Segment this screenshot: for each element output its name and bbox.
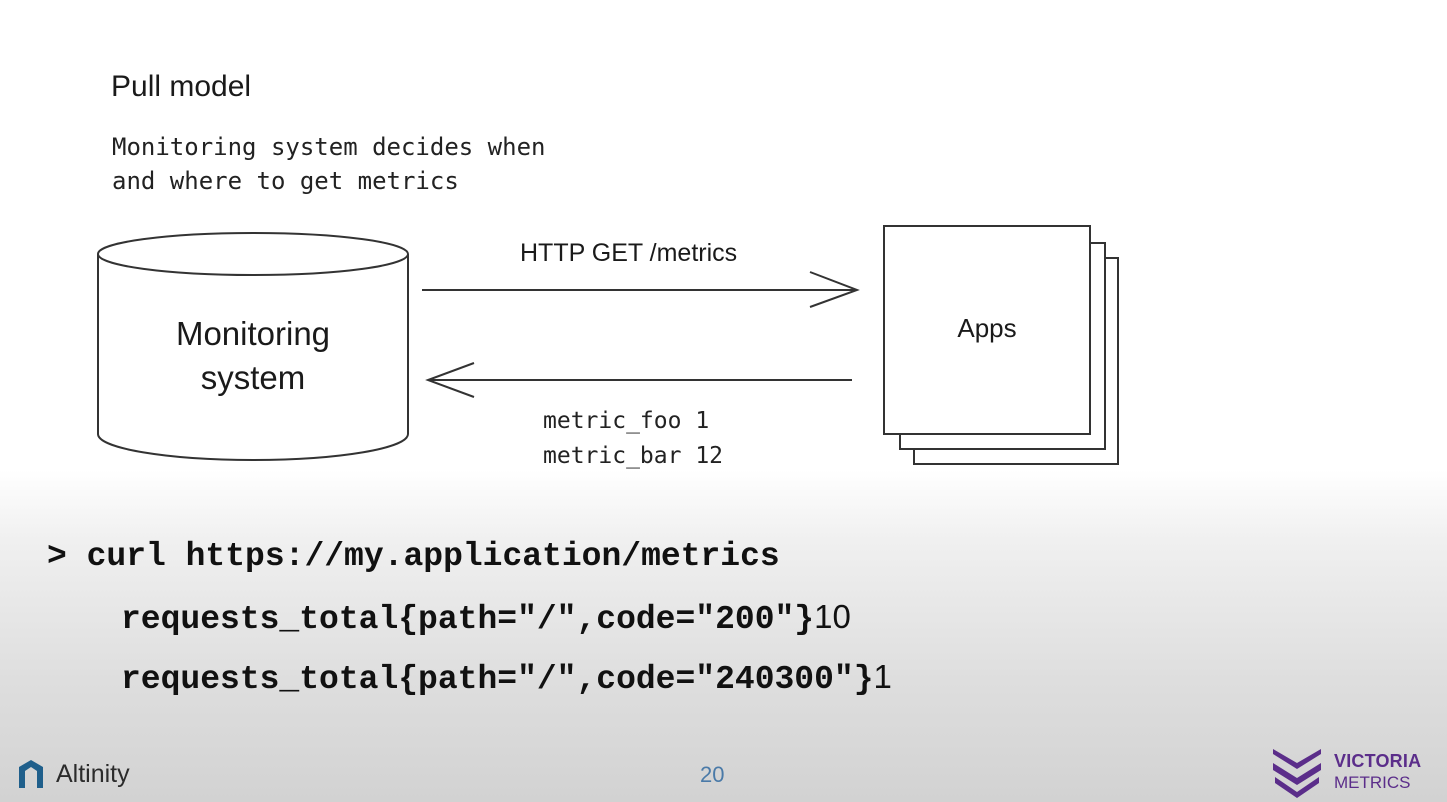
altinity-logo: Altinity (16, 758, 130, 790)
monitoring-label-line-2: system (200, 359, 306, 396)
monitoring-system-label: Monitoring system (98, 312, 408, 400)
victoria-metrics-logo-icon (1273, 749, 1321, 798)
apps-label: Apps (957, 313, 1017, 343)
monitoring-label-line-1: Monitoring (175, 315, 331, 352)
response-label: metric_foo 1 metric_bar 12 (543, 404, 723, 474)
metric-line-2-text: requests_total{path="/",code="240300"} (121, 661, 874, 698)
subtitle-line-2: and where to get metrics (112, 167, 459, 195)
response-arrow (425, 362, 852, 398)
altinity-logo-icon (19, 760, 43, 788)
altinity-logo-text: Altinity (56, 759, 130, 788)
metric-line-1-text: requests_total{path="/",code="200"} (121, 601, 815, 638)
metrics-text: METRICS (1334, 773, 1411, 792)
slide-title: Pull model (111, 70, 252, 103)
metric-line-2: requests_total{path="/",code="240300"}1 (121, 658, 892, 698)
curl-command: > curl https://my.application/metrics (47, 538, 780, 575)
subtitle-line-1: Monitoring system decides when (112, 133, 546, 161)
pull-model-diagram (97, 225, 1119, 465)
response-line-2: metric_bar 12 (543, 443, 724, 469)
request-arrow (422, 271, 860, 308)
response-line-1: metric_foo 1 (543, 408, 710, 434)
monitoring-system-cylinder (97, 232, 409, 461)
slide-subtitle: Monitoring system decides when and where… (112, 130, 545, 198)
victoria-metrics-text: VICTORIA METRICS (1334, 751, 1421, 793)
victoria-text: VICTORIA (1334, 751, 1422, 771)
victoria-metrics-logo: VICTORIA METRICS (1270, 745, 1421, 799)
metric-line-1-value: 10 (814, 598, 851, 635)
page-number: 20 (700, 762, 725, 787)
metric-line-2-value: 1 (873, 658, 892, 695)
apps-stack (883, 225, 1119, 465)
metric-line-1: requests_total{path="/",code="200"}10 (121, 598, 851, 638)
request-label: HTTP GET /metrics (520, 239, 738, 267)
